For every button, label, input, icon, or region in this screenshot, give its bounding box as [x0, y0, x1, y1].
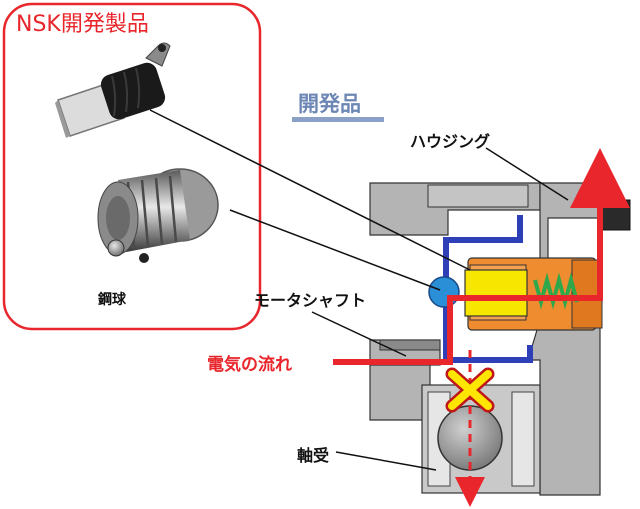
developed-product-title: 開発品: [298, 92, 361, 116]
current-flow-path: [333, 148, 630, 365]
developed-product-underline: [292, 117, 384, 122]
leader-brush: [149, 109, 471, 271]
leader-housing: [485, 147, 569, 201]
motor-shaft: [379, 339, 441, 351]
bearing-label: 軸受: [297, 446, 330, 465]
brush-part-photo: [55, 42, 171, 138]
leader-bearing: [335, 451, 437, 471]
motor-shaft-label: モータシャフト: [254, 291, 367, 310]
current-flow-label: 電気の流れ: [207, 355, 292, 375]
blocked-x-icon: [445, 367, 495, 413]
housing-label: ハウジング: [410, 132, 491, 151]
steel-ball-label: 鋼球: [98, 292, 126, 308]
nsk-product-title: NSK開発製品: [16, 12, 149, 37]
blue-steel-ball: [428, 276, 460, 308]
nsk-product-frame: [2, 2, 262, 331]
ball-part-photo: [97, 168, 219, 263]
bolt: [599, 199, 631, 231]
leader-shaft: [311, 311, 407, 357]
yellow-plunger: [464, 269, 528, 317]
leader-ball-part: [229, 209, 441, 291]
